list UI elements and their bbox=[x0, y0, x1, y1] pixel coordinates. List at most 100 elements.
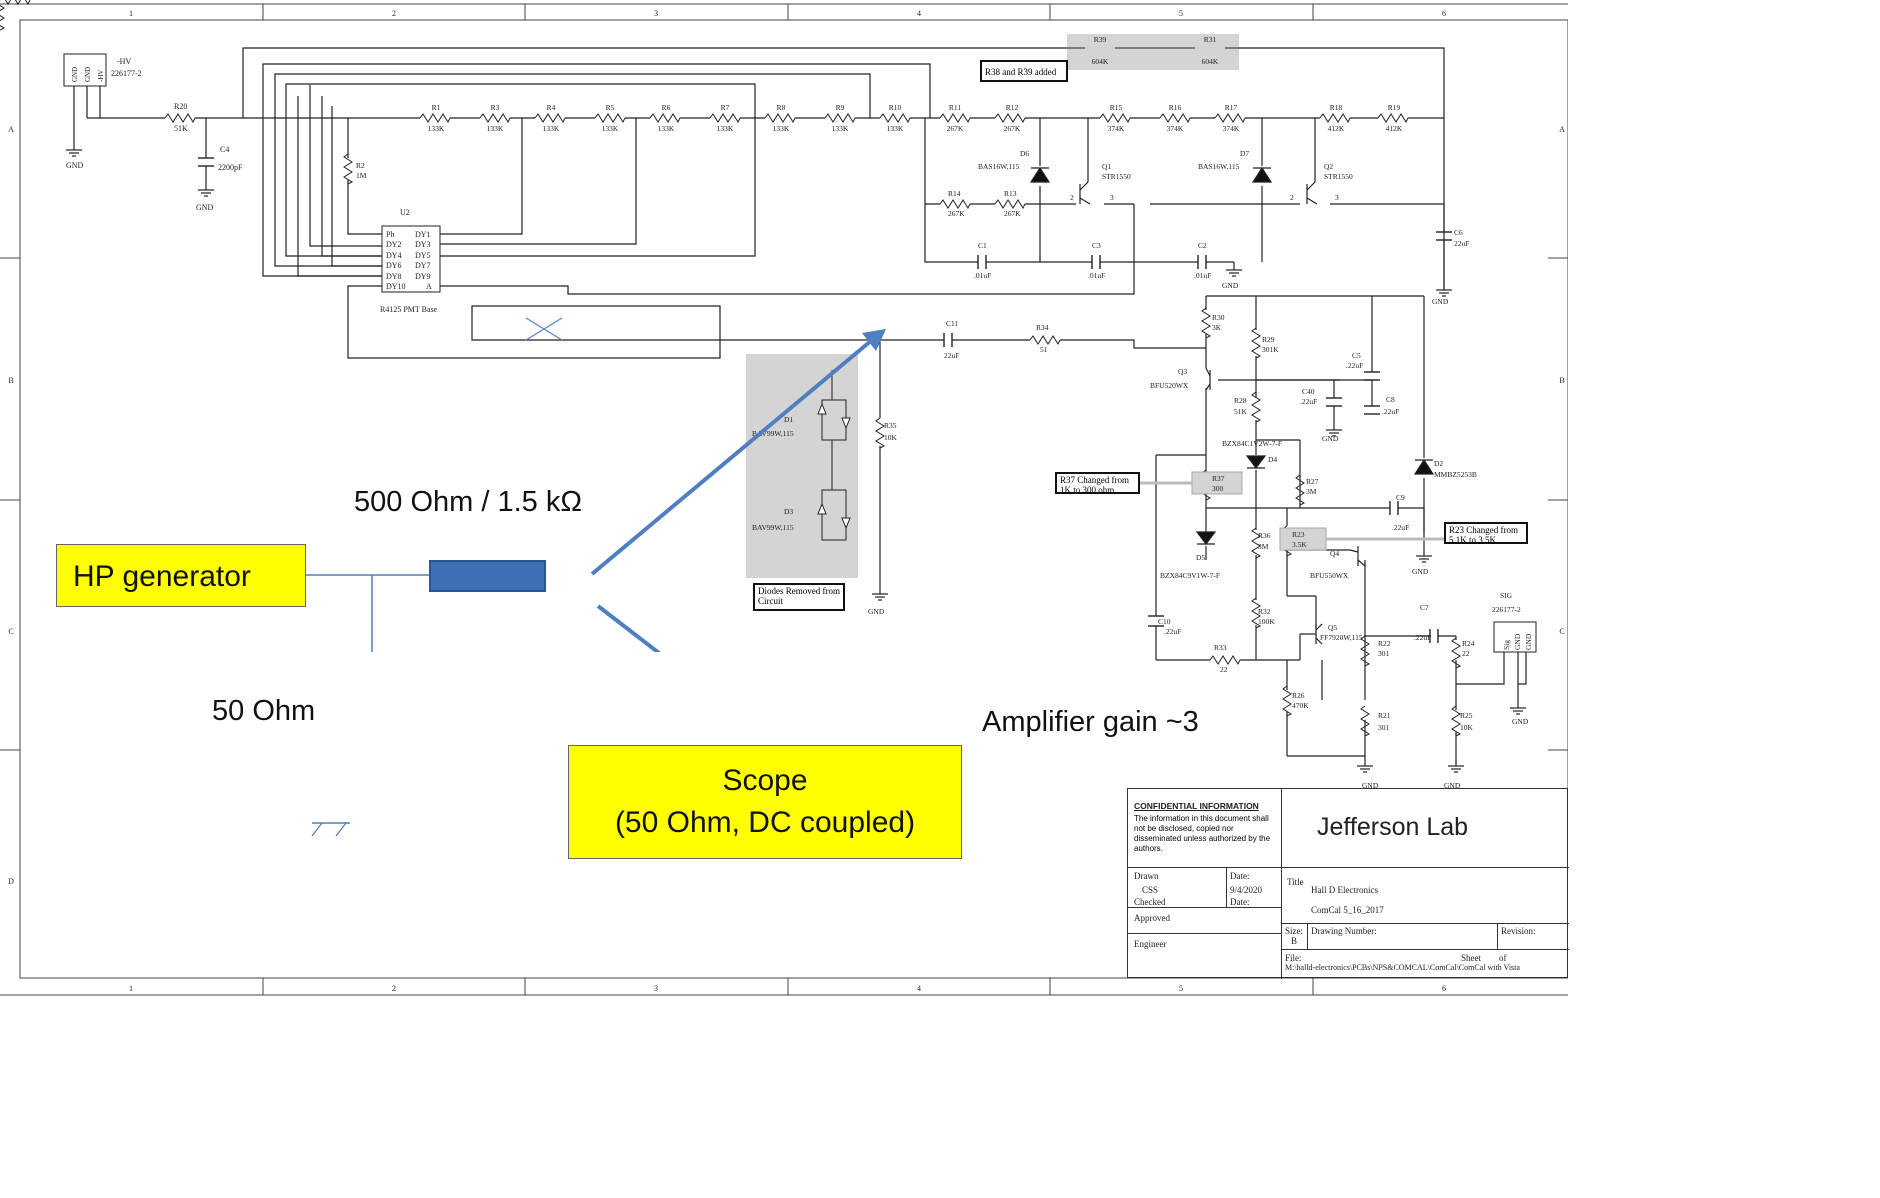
row-label: A bbox=[8, 125, 14, 134]
regulator-labels: R2 1M D6 BAS16W,115 Q1 STR1550 D7 BAS16W… bbox=[356, 149, 1469, 306]
r20-value: 51K bbox=[174, 124, 188, 133]
u2-pin: DY5 bbox=[415, 251, 431, 260]
c8-value: .22uF bbox=[1382, 407, 1399, 416]
drawing-frame bbox=[0, 3, 1568, 996]
r22-value: 301 bbox=[1378, 649, 1390, 658]
svg-text:2: 2 bbox=[1070, 193, 1074, 202]
file-label: File: bbox=[1285, 953, 1302, 963]
c8-ref: C8 bbox=[1386, 395, 1395, 404]
r32-ref: R32 bbox=[1258, 607, 1271, 616]
arrowhead bbox=[862, 329, 886, 351]
r33-ref: R33 bbox=[1214, 643, 1227, 652]
scope-subtitle: (50 Ohm, DC coupled) bbox=[614, 806, 916, 839]
c3-ref: C3 bbox=[1092, 241, 1101, 250]
note-diodes-removed: Diodes Removed from Circuit bbox=[753, 583, 845, 611]
u2-pin: DY6 bbox=[386, 261, 402, 270]
q4-ref: Q4 bbox=[1330, 549, 1339, 558]
diode-symbols bbox=[1029, 166, 1435, 545]
u2-pin: DY3 bbox=[415, 240, 431, 249]
r22-ref: R22 bbox=[1378, 639, 1391, 648]
arrow-to-amplifier bbox=[590, 338, 874, 576]
amplifier-gain-label: Amplifier gain ~3 bbox=[982, 706, 1199, 738]
r23-ref: R23 bbox=[1292, 530, 1305, 539]
gnd-label: GND bbox=[1512, 717, 1529, 726]
d3-part: BAV99W,115 bbox=[752, 523, 794, 532]
d5-part: BZX84C9V1W-7-F bbox=[1160, 571, 1220, 580]
r12-value: 267K bbox=[1004, 124, 1021, 133]
col-label: 5 bbox=[1179, 9, 1183, 18]
r28-ref: R28 bbox=[1234, 396, 1247, 405]
d7-part: BAS16W,115 bbox=[1198, 162, 1240, 171]
r13-ref: R13 bbox=[1004, 189, 1017, 198]
u2-pin: DY4 bbox=[386, 251, 402, 260]
confidential-heading: CONFIDENTIAL INFORMATION bbox=[1134, 801, 1259, 811]
c1-value: .01uF bbox=[974, 271, 991, 280]
diodes-removed-highlight bbox=[746, 354, 858, 578]
u2-labels: U2 Ph DY2 DY4 DY6 DY8 DY10 DY1 DY3 DY5 D… bbox=[380, 208, 438, 314]
c40-value: .22uF bbox=[1300, 397, 1317, 406]
col-label: 3 bbox=[654, 9, 658, 18]
r25-ref: R25 bbox=[1460, 711, 1473, 720]
hv-part: 226177-2 bbox=[111, 69, 142, 78]
hv-label: -HV bbox=[117, 57, 131, 66]
c7-value: .22uF bbox=[1414, 633, 1431, 642]
c9-ref: C9 bbox=[1396, 493, 1405, 502]
r39-r31-highlight bbox=[1067, 34, 1239, 70]
title-line2: ComCal 5_16_2017 bbox=[1311, 905, 1384, 915]
hp-generator-label: HP generator bbox=[56, 544, 306, 607]
r37-value: 300 bbox=[1212, 484, 1224, 493]
c10-ref: C10 bbox=[1158, 617, 1171, 626]
capacitor-symbols bbox=[198, 157, 1452, 643]
component-labels: -HV 226177-2 GND GND R20 51K C4 2200pF bbox=[66, 57, 243, 212]
r21-ref: R21 bbox=[1378, 711, 1391, 720]
r17-ref: R17 bbox=[1225, 103, 1238, 112]
q5-ref: Q5 bbox=[1328, 623, 1337, 632]
approved-label: Approved bbox=[1134, 913, 1170, 923]
gnd-label: GND bbox=[1432, 297, 1449, 306]
size-label: Size: bbox=[1285, 926, 1303, 936]
r2-value: 1M bbox=[356, 171, 367, 180]
u2-part: R4125 PMT Base bbox=[380, 305, 438, 314]
title-block: CONFIDENTIAL INFORMATION The information… bbox=[1127, 788, 1569, 979]
svg-text:3: 3 bbox=[1335, 193, 1339, 202]
r26-value: 470K bbox=[1292, 701, 1309, 710]
u2-pin: DY10 bbox=[386, 282, 406, 291]
c9-value: .22uF bbox=[1392, 523, 1409, 532]
r9-ref: R9 bbox=[836, 103, 845, 112]
series-resistor-label: 500 Ohm / 1.5 kΩ bbox=[354, 486, 583, 518]
r11-ref: R11 bbox=[949, 103, 961, 112]
q1-ref: Q1 bbox=[1102, 162, 1111, 171]
drawn-label: Drawn bbox=[1134, 871, 1159, 881]
col-label: 5 bbox=[1179, 984, 1183, 993]
r10-value: 133K bbox=[887, 124, 904, 133]
ground-symbols bbox=[66, 149, 1526, 773]
u2-pin: DY8 bbox=[386, 272, 402, 281]
col-label: 6 bbox=[1442, 984, 1446, 993]
r24-ref: R24 bbox=[1462, 639, 1475, 648]
c11-value: 22uF bbox=[944, 351, 959, 360]
r14-value: 267K bbox=[948, 209, 965, 218]
r34-value: 51 bbox=[1040, 345, 1048, 354]
r3-ref: R3 bbox=[491, 103, 500, 112]
r8-ref: R8 bbox=[777, 103, 786, 112]
gnd-label: GND bbox=[1362, 781, 1379, 790]
approval-grid: Drawn CSS Date: 9/4/2020 Checked Date: A… bbox=[1128, 867, 1282, 979]
u2-ref: U2 bbox=[400, 208, 410, 217]
revision-label: Revision: bbox=[1501, 926, 1536, 936]
c4-ref: C4 bbox=[220, 145, 229, 154]
logo-cell: Jefferson Lab bbox=[1281, 789, 1569, 868]
d4-ref: D4 bbox=[1268, 455, 1277, 464]
r15-value: 374K bbox=[1108, 124, 1125, 133]
r30-value: 3K bbox=[1212, 323, 1222, 332]
schematic-wires bbox=[73, 47, 1527, 766]
r35-value: 10K bbox=[884, 433, 898, 442]
svg-text:3: 3 bbox=[1110, 193, 1114, 202]
u2-pin: DY9 bbox=[415, 272, 431, 281]
u2-pin: DY7 bbox=[415, 261, 431, 270]
u2-pin: A bbox=[426, 282, 432, 291]
gnd-label: GND bbox=[868, 607, 885, 616]
hv-pin: GND bbox=[84, 67, 92, 82]
r11-value: 267K bbox=[947, 124, 964, 133]
r29-value: 301K bbox=[1262, 345, 1279, 354]
